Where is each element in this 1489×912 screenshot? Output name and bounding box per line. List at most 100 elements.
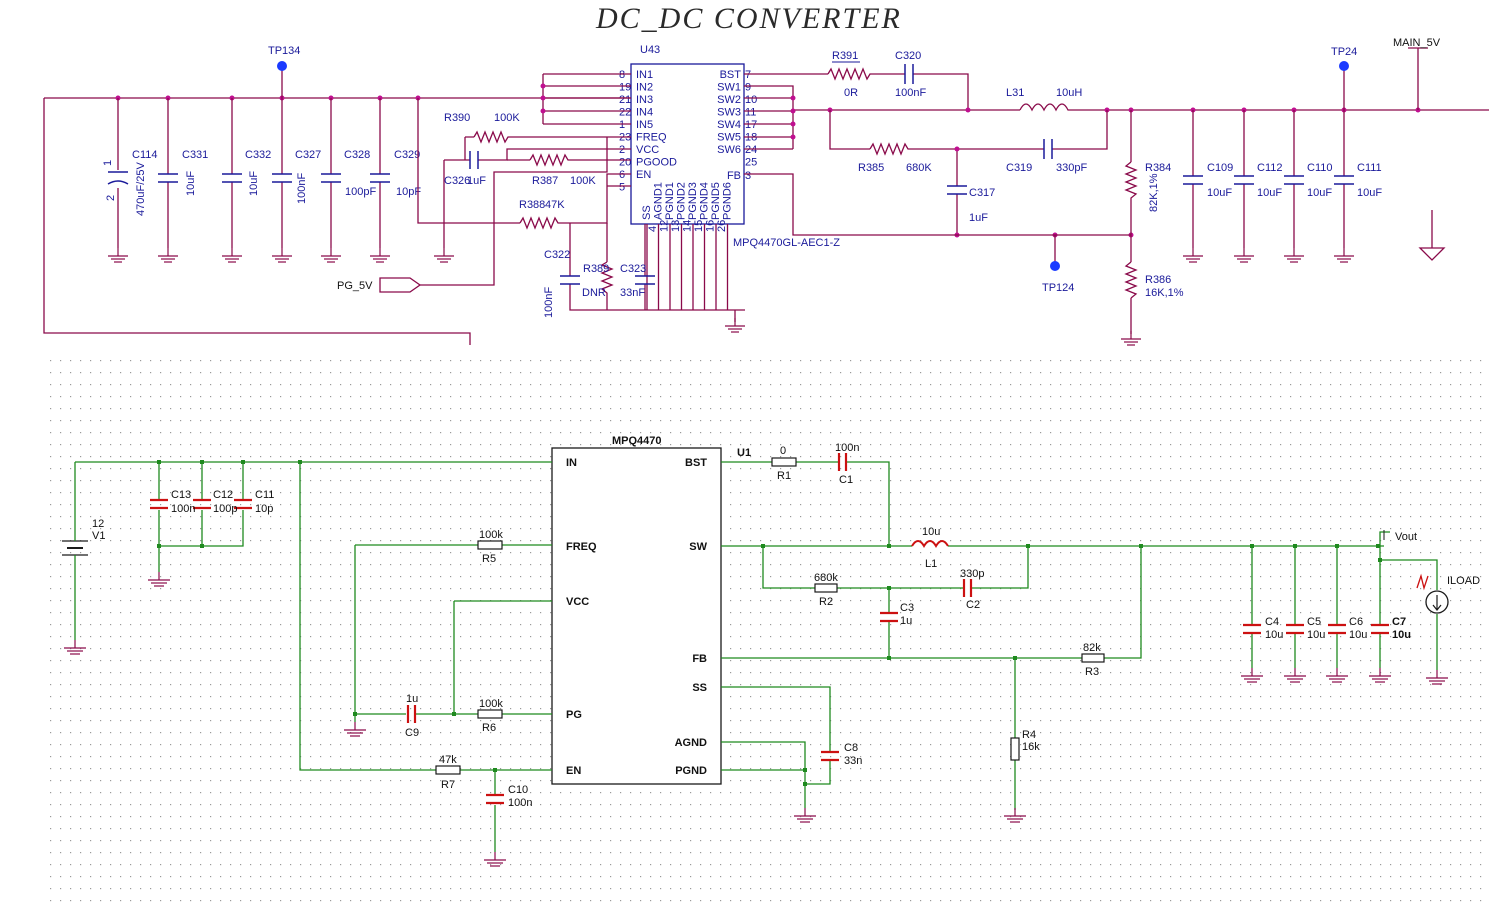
u1-pin-name: SW: [689, 541, 707, 553]
u43-pin-num: 5: [619, 182, 625, 194]
bottom-output-capacitors: C4 10u C5 10u C6 10u C7 10u: [1240, 546, 1411, 683]
u43-bottom-pin-name: PGND4: [699, 182, 711, 220]
tp124-label: TP124: [1042, 282, 1074, 294]
u43-bottom-pin-num: 26: [716, 220, 728, 232]
u43-pin-num: 1: [619, 119, 625, 131]
c109-value: 10uF: [1207, 187, 1232, 199]
u43-bottom-pin-name: PGND6: [722, 182, 734, 220]
c110-ref: C110: [1307, 162, 1332, 174]
u43-bottom-pin-name: AGND1: [653, 182, 665, 220]
u43-pin-name: SW3: [717, 107, 741, 119]
v1-value: 12: [92, 518, 104, 530]
r387-value: 100K: [570, 175, 596, 187]
r5-ref: R5: [482, 553, 496, 565]
r1-value: 0: [780, 445, 786, 457]
u43-pin-num: 7: [745, 69, 751, 81]
c332-ref: C332: [245, 149, 271, 161]
c317-ref: C317: [969, 187, 995, 199]
r386-value: 16K,1%: [1145, 287, 1184, 299]
ic-u1-body[interactable]: [551, 447, 722, 785]
c5-ref: C5: [1307, 616, 1321, 628]
c109-ref: C109: [1207, 162, 1233, 174]
c111-ref: C111: [1357, 162, 1382, 174]
r384-value: 82K,1%: [1148, 173, 1160, 212]
c1-value: 100n: [835, 442, 859, 454]
c1-ref: C1: [839, 474, 853, 486]
u43-bottom-pin-num: 14: [682, 220, 694, 232]
c328-ref: C328: [344, 149, 370, 161]
tp124-marker[interactable]: [1050, 261, 1060, 271]
c10-value: 100n: [508, 797, 532, 809]
c332-value: 10uF: [248, 171, 260, 196]
u43-bottom-pin-num: 16: [705, 220, 717, 232]
c329-value: 10pF: [396, 186, 421, 198]
c326-ref: C326: [444, 175, 470, 187]
u43-pin-num: 3: [745, 170, 751, 182]
u43-pin-name: SW1: [717, 82, 741, 94]
u43-bottom-pin-name: PGND5: [710, 182, 722, 220]
u43-pin-num: 25: [745, 157, 757, 169]
c326-value: 1uF: [467, 175, 486, 187]
c327-ref: C327: [295, 149, 321, 161]
r389-value: DNR: [582, 287, 606, 299]
ic-u43-body[interactable]: [630, 63, 745, 225]
u43-pin-name: BST: [720, 69, 742, 81]
u43-pin-num: 19: [619, 82, 631, 94]
r391-ref: R391: [832, 50, 858, 62]
u43-pin-name: IN1: [636, 69, 653, 81]
r388-ref: R388: [519, 199, 545, 211]
r388-value: 47K: [545, 199, 565, 211]
vin-rail-wire: [43, 97, 631, 345]
c322-value: 100nF: [543, 287, 555, 318]
c12-ref: C12: [213, 489, 233, 501]
u1-pin-name: IN: [566, 457, 577, 469]
u43-bottom-pin-num: 12: [659, 220, 671, 232]
r1-ref: R1: [777, 470, 791, 482]
r385-value: 680K: [906, 162, 932, 174]
r4-ref: R4: [1022, 729, 1036, 741]
u43-pin-num: 21: [619, 94, 631, 106]
tp24-marker[interactable]: [1339, 61, 1349, 71]
u43-pin-num: 20: [619, 157, 631, 169]
u43-pin-name: IN4: [636, 107, 653, 119]
tp134-label: TP134: [268, 45, 300, 57]
u43-pin-name: SW6: [717, 144, 741, 156]
c323-value: 33nF: [620, 287, 645, 299]
u43-bottom-pin-name: PGND2: [676, 182, 688, 220]
r3-ref: R3: [1085, 666, 1099, 678]
c12-value: 100p: [213, 503, 237, 515]
main5v-label: MAIN_5V: [1393, 37, 1441, 49]
c331-value: 10uF: [185, 171, 197, 196]
input-capacitors: C114 1 2 470uF/25V C331 10uF C332 10uF C…: [102, 98, 421, 263]
vin-pins-bus: [542, 73, 631, 125]
l31-value: 10uH: [1056, 87, 1082, 99]
ic-u43-part: MPQ4470GL-AEC1-Z: [733, 237, 840, 249]
c13-value: 100n: [171, 503, 195, 515]
c112-value: 10uF: [1257, 187, 1282, 199]
tp134-marker[interactable]: [277, 61, 287, 71]
c5-value: 10u: [1307, 629, 1325, 641]
c10-ref: C10: [508, 784, 528, 796]
vout-label: Vout: [1395, 531, 1417, 543]
r4-value: 16k: [1022, 741, 1040, 753]
pg5v-port[interactable]: [379, 277, 422, 293]
c8-ref: C8: [844, 742, 858, 754]
c319-ref: C319: [1006, 162, 1032, 174]
c331-ref: C331: [182, 149, 208, 161]
c112-ref: C112: [1257, 162, 1282, 174]
c114-pin2: 2: [105, 195, 117, 201]
r6-value: 100k: [479, 698, 503, 710]
c328-value: 100pF: [345, 186, 376, 198]
u1-pin-name: EN: [566, 765, 581, 777]
c7-value: 10u: [1392, 629, 1411, 641]
u1-pin-name: PG: [566, 709, 582, 721]
u1-pin-name: FB: [692, 653, 707, 665]
u43-pin-num: 24: [745, 144, 757, 156]
c2-value: 330p: [960, 568, 984, 580]
ic-u1-name: MPQ4470: [612, 435, 662, 447]
c11-value: 10p: [255, 503, 273, 515]
c6-ref: C6: [1349, 616, 1363, 628]
